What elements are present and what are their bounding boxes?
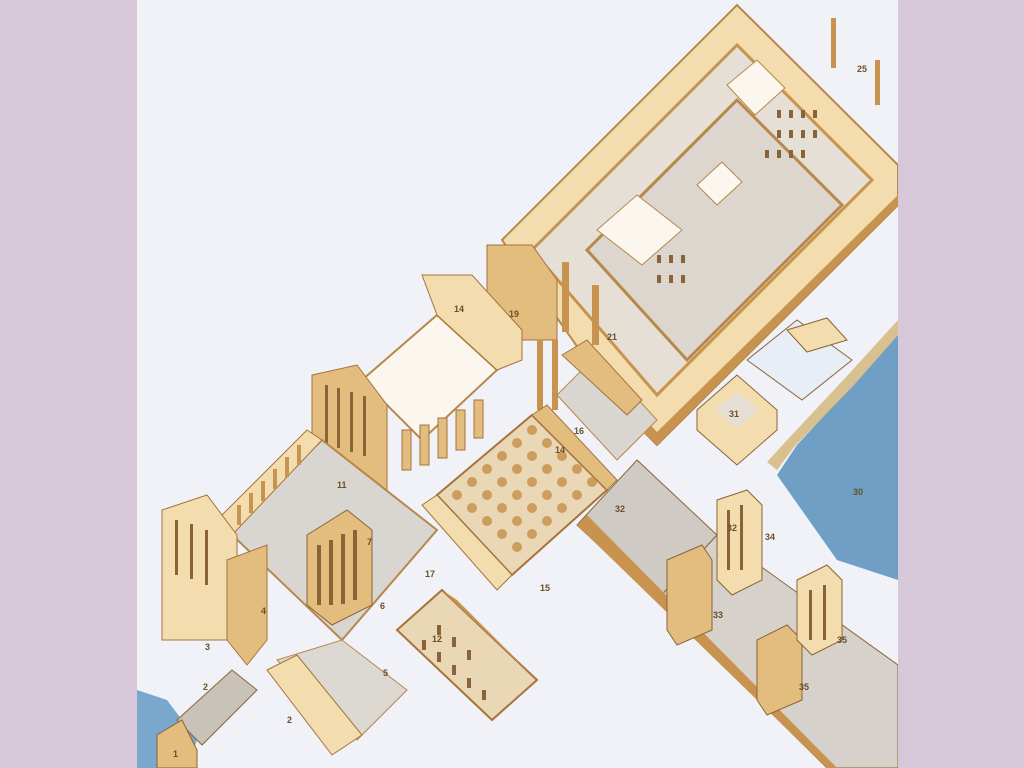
inner-sanctuary-court bbox=[584, 97, 845, 363]
pylon-35 bbox=[756, 624, 803, 716]
hall-16-wall-right bbox=[531, 404, 618, 491]
sanctuary-roof-3 bbox=[696, 161, 743, 206]
label-21: 21 bbox=[607, 332, 617, 342]
temple-complex-illustration: 1 2 2 3 4 5 6 7 11 12 14 14 15 16 17 19 … bbox=[137, 3, 898, 768]
label-11: 11 bbox=[337, 480, 347, 490]
label-25: 25 bbox=[857, 64, 867, 74]
wall-2-block bbox=[266, 654, 363, 756]
label-33: 33 bbox=[713, 610, 723, 620]
label-2: 2 bbox=[203, 682, 208, 692]
hall-14-columns bbox=[401, 399, 484, 471]
left-side-band bbox=[0, 0, 137, 768]
hypostyle-columns-16 bbox=[452, 425, 597, 552]
label-32: 32 bbox=[615, 504, 625, 514]
shrine-columns bbox=[317, 530, 357, 605]
pylon-33 bbox=[666, 544, 713, 646]
river-bank bbox=[767, 320, 898, 470]
pylon-35-b bbox=[796, 564, 843, 656]
pylon-11-flagpoles bbox=[325, 385, 366, 456]
corridor-wall bbox=[561, 339, 643, 416]
obelisk-2 bbox=[875, 60, 880, 105]
label-7: 7 bbox=[367, 537, 372, 547]
label-17: 17 bbox=[425, 569, 435, 579]
pylon-33-poles bbox=[727, 505, 743, 570]
sanctuary-column-grid bbox=[657, 110, 817, 283]
quay-wall bbox=[786, 317, 848, 353]
illustration-panel: 1 2 2 3 4 5 6 7 11 12 14 14 15 16 17 19 … bbox=[137, 0, 898, 768]
label-14: 14 bbox=[555, 445, 565, 455]
obelisks-central bbox=[537, 262, 599, 410]
hall-12-columns bbox=[422, 625, 486, 700]
label-31: 31 bbox=[729, 409, 739, 419]
sacred-lake-31-inner bbox=[715, 392, 759, 428]
label-15: 15 bbox=[540, 583, 550, 593]
label-2: 2 bbox=[287, 715, 292, 725]
label-35: 35 bbox=[799, 682, 809, 692]
hall-14-wall bbox=[421, 274, 523, 371]
quay-structure bbox=[746, 319, 853, 401]
obelisk-1 bbox=[831, 18, 836, 68]
pylon-3-flagpoles bbox=[175, 520, 208, 585]
label-6: 6 bbox=[380, 601, 385, 611]
sanctuary-roof-2 bbox=[596, 194, 683, 266]
label-16: 16 bbox=[574, 426, 584, 436]
label-32: 32 bbox=[727, 523, 737, 533]
court-columns bbox=[237, 445, 301, 525]
pylon-35-poles bbox=[809, 585, 826, 640]
label-35: 35 bbox=[837, 635, 847, 645]
label-19: 19 bbox=[509, 309, 519, 319]
label-14: 14 bbox=[454, 304, 464, 314]
first-pylon-wing bbox=[226, 544, 268, 666]
label-5: 5 bbox=[383, 668, 388, 678]
label-3: 3 bbox=[205, 642, 210, 652]
label-12: 12 bbox=[432, 634, 442, 644]
hall-16-wall-front bbox=[421, 494, 513, 591]
entrance-ramp bbox=[176, 669, 258, 746]
label-30: 30 bbox=[853, 487, 863, 497]
label-4: 4 bbox=[261, 606, 266, 616]
sanctuary-roof-1 bbox=[726, 59, 786, 116]
gate-1 bbox=[156, 719, 198, 768]
right-side-band bbox=[898, 0, 1024, 768]
label-1: 1 bbox=[173, 749, 178, 759]
label-34: 34 bbox=[765, 532, 775, 542]
river-water bbox=[777, 330, 898, 580]
pylon-33-b bbox=[716, 489, 763, 596]
